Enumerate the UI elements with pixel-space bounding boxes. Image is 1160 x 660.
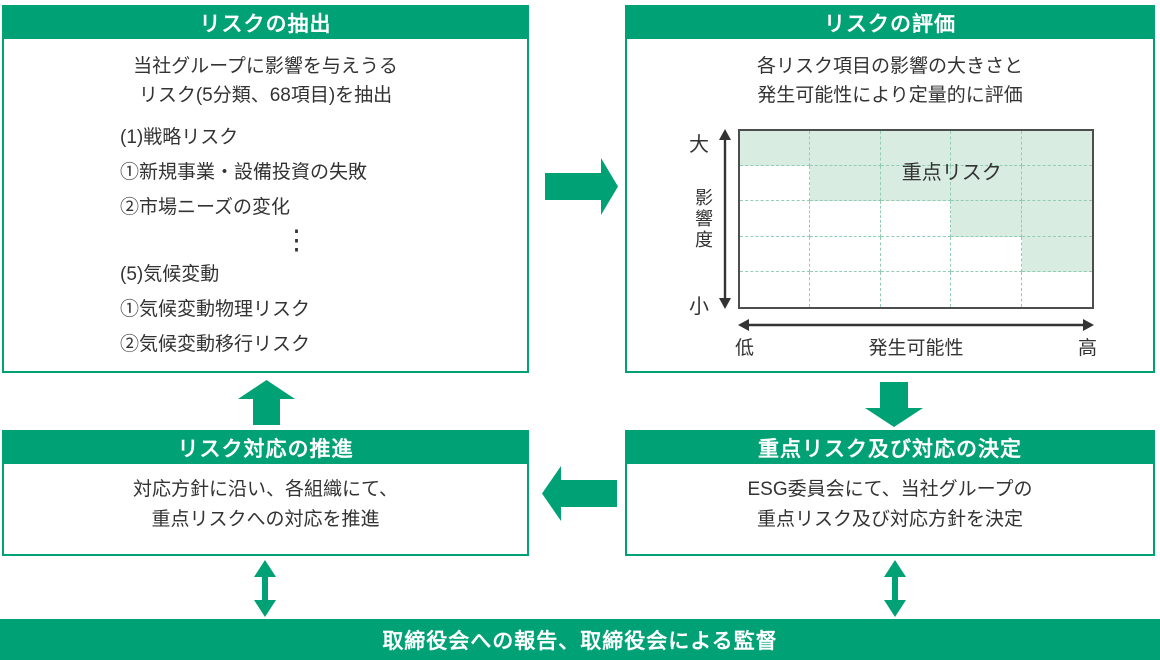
matrix-cell [740, 201, 811, 237]
box-risk-extraction-title: リスクの抽出 [199, 13, 332, 36]
matrix-cell [951, 166, 1022, 202]
box-risk-evaluation-title: リスクの評価 [824, 13, 956, 36]
box-risk-extraction: リスクの抽出 当社グループに影響を与えうる リスク(5分類、68項目)を抽出 (… [2, 5, 529, 373]
risk-item-physical: ①気候変動物理リスク [120, 299, 311, 320]
box-risk-evaluation-header: リスクの評価 [627, 7, 1153, 39]
box-priority-risk-decision-header: 重点リスク及び対応の決定 [627, 432, 1153, 464]
risk-extraction-intro-line1: 当社グループに影響を与えうる [133, 56, 398, 77]
matrix-cell [740, 271, 811, 307]
x-axis-labels: 低 発生可能性 高 [735, 333, 1097, 360]
y-axis-max-label: 大 [689, 134, 709, 156]
box-risk-evaluation-body: 各リスク項目の影響の大きさと 発生可能性により定量的に評価 大 影響度 小 重点… [627, 52, 1153, 359]
risk-category-list-1: (1)戦略リスク ①新規事業・設備投資の失敗 ②市場ニーズの変化 [4, 120, 527, 225]
matrix-cell [951, 236, 1022, 272]
response-promotion-text: 対応方針に沿い、各組織にて、 重点リスクへの対応を推進 [4, 475, 527, 535]
matrix-cell [740, 236, 811, 272]
priority-risk-region-label: 重点リスク [901, 162, 1002, 184]
risk-extraction-intro-line2: リスク(5分類、68項目)を抽出 [138, 85, 393, 106]
risk-matrix-grid [738, 129, 1094, 309]
matrix-cell [1022, 272, 1092, 307]
box-response-promotion-title: リスク対応の推進 [177, 438, 354, 461]
board-supervision-label: 取締役会への報告、取締役会による監督 [382, 629, 778, 653]
risk-category-climate: (5)気候変動 [120, 264, 220, 285]
matrix-cell [880, 166, 952, 202]
risk-item-market-needs: ②市場ニーズの変化 [120, 197, 291, 218]
double-headed-arrow-right-icon [883, 560, 907, 617]
box-risk-extraction-header: リスクの抽出 [4, 7, 527, 39]
box-response-promotion: リスク対応の推進 対応方針に沿い、各組織にて、 重点リスクへの対応を推進 [2, 430, 529, 556]
priority-risk-decision-line2: 重点リスク及び対応方針を決定 [756, 509, 1023, 530]
priority-risk-decision-text: ESG委員会にて、当社グループの 重点リスク及び対応方針を決定 [627, 475, 1153, 535]
x-axis-min-label: 低 [735, 338, 755, 359]
matrix-cell [881, 271, 952, 307]
risk-evaluation-intro-line2: 発生可能性により定量的に評価 [757, 85, 1023, 106]
risk-matrix-plot: 重点リスク [738, 129, 1094, 309]
board-supervision-bar: 取締役会への報告、取締役会による監督 [0, 619, 1160, 660]
matrix-cell [740, 131, 811, 167]
y-axis-title: 影響度 [693, 188, 713, 251]
y-axis-arrow [717, 129, 733, 314]
risk-extraction-intro: 当社グループに影響を与えうる リスク(5分類、68項目)を抽出 [4, 52, 527, 110]
matrix-cell [951, 131, 1022, 167]
matrix-cell [810, 166, 881, 202]
box-risk-extraction-body: 当社グループに影響を与えうる リスク(5分類、68項目)を抽出 (1)戦略リスク… [4, 52, 527, 362]
priority-risk-decision-line1: ESG委員会にて、当社グループの [747, 479, 1033, 500]
risk-item-transition: ②気候変動移行リスク [120, 334, 311, 355]
response-promotion-line1: 対応方針に沿い、各組織にて、 [132, 479, 399, 500]
risk-evaluation-intro-line1: 各リスク項目の影響の大きさと [756, 56, 1023, 77]
matrix-cell [880, 201, 952, 237]
x-axis-arrow [738, 317, 1094, 338]
matrix-cell [1021, 236, 1092, 272]
flow-arrow-down-icon [865, 382, 923, 427]
response-promotion-line2: 重点リスクへの対応を推進 [151, 509, 380, 530]
risk-item-new-business: ①新規事業・設備投資の失敗 [120, 162, 368, 183]
box-risk-evaluation: リスクの評価 各リスク項目の影響の大きさと 発生可能性により定量的に評価 大 影… [625, 5, 1155, 373]
flow-arrow-up-icon [238, 380, 295, 425]
matrix-cell [810, 201, 881, 237]
box-priority-risk-decision: 重点リスク及び対応の決定 ESG委員会にて、当社グループの 重点リスク及び対応方… [625, 430, 1155, 556]
matrix-cell [1021, 201, 1092, 237]
matrix-cell [1021, 166, 1092, 202]
risk-evaluation-intro: 各リスク項目の影響の大きさと 発生可能性により定量的に評価 [627, 52, 1153, 110]
matrix-cell [810, 131, 881, 167]
matrix-cell [880, 131, 952, 167]
flow-arrow-right-icon [545, 158, 618, 215]
x-axis-max-label: 高 [1077, 338, 1097, 359]
matrix-cell [810, 271, 881, 307]
matrix-cell [810, 236, 881, 272]
box-priority-risk-decision-title: 重点リスク及び対応の決定 [758, 438, 1022, 461]
matrix-cell [880, 236, 952, 272]
flow-arrow-left-icon [542, 466, 617, 521]
box-response-promotion-header: リスク対応の推進 [4, 432, 527, 464]
matrix-cell [951, 271, 1022, 307]
matrix-cell [1021, 131, 1092, 167]
x-axis-title: 発生可能性 [868, 338, 964, 359]
double-headed-arrow-left-icon [253, 560, 277, 617]
y-axis-min-label: 小 [689, 296, 709, 318]
risk-category-list-2: (5)気候変動 ①気候変動物理リスク ②気候変動移行リスク [4, 257, 527, 362]
vertical-ellipsis: ⋮ [283, 225, 310, 255]
risk-category-strategy: (1)戦略リスク [120, 127, 239, 148]
matrix-cell [740, 166, 811, 202]
matrix-cell [951, 201, 1022, 237]
